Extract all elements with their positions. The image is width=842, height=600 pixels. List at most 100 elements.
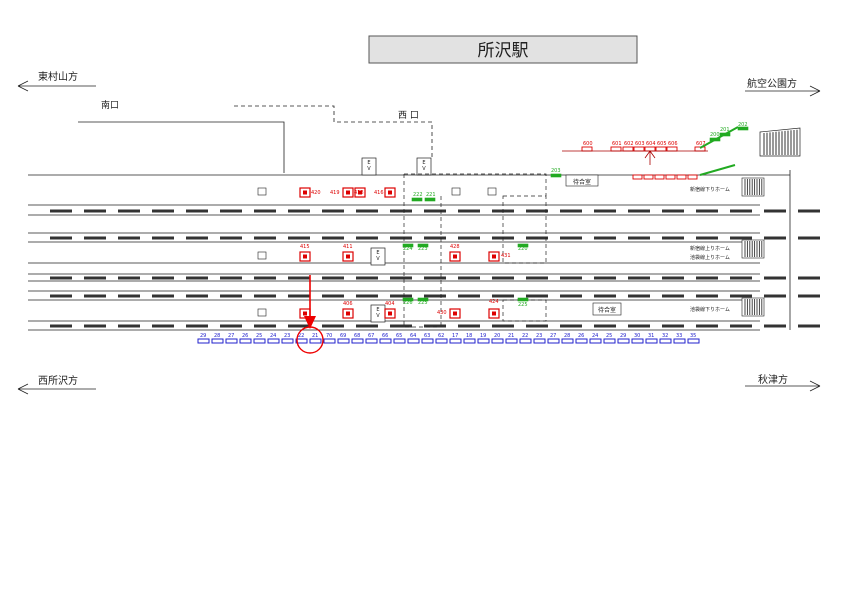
blue-marker[interactable]: 26	[575, 333, 588, 344]
green-marker[interactable]: 221	[424, 192, 436, 202]
upper-sensor-marker[interactable]: 606	[666, 141, 678, 152]
green-marker[interactable]: 222	[411, 192, 423, 202]
platform-sensor-strip[interactable]	[687, 174, 698, 180]
blue-id-label: 18	[466, 333, 472, 339]
direction-lower-right: 秋津方	[745, 373, 821, 392]
green-id-label: 220	[518, 246, 528, 252]
blue-marker[interactable]: 70	[323, 333, 336, 344]
blue-marker[interactable]: 24	[589, 333, 602, 344]
highlight-circle[interactable]	[296, 326, 324, 354]
sensor-marker[interactable]: 424	[488, 299, 500, 319]
blue-marker[interactable]: 21	[309, 333, 322, 344]
blue-marker[interactable]: 67	[365, 333, 378, 344]
green-marker[interactable]: 226	[402, 297, 414, 306]
sensor-marker[interactable]: 416	[374, 187, 396, 198]
blue-marker[interactable]: 29	[197, 333, 210, 344]
upper-sensor-id: 603	[635, 141, 645, 147]
upper-sensor-id: 602	[624, 141, 634, 147]
waiting-room-2-label: 待合室	[598, 306, 616, 314]
sensor-marker[interactable]: 415	[299, 244, 311, 262]
blue-marker[interactable]: 24	[267, 333, 280, 344]
blue-marker[interactable]: 28	[561, 333, 574, 344]
green-marker[interactable]: 203	[550, 168, 562, 178]
waiting-room-1: 待合室	[565, 174, 599, 187]
sensor-marker[interactable]: 406	[342, 301, 354, 319]
blue-marker[interactable]: 19	[477, 333, 490, 344]
green-marker[interactable]: 220	[517, 243, 529, 252]
blue-marker[interactable]: 31	[645, 333, 658, 344]
platform-sensor-strip[interactable]	[676, 174, 687, 180]
upper-sensor-marker[interactable]: 601	[610, 141, 622, 152]
sensor-marker[interactable]: 428	[449, 244, 461, 262]
blue-marker[interactable]: 30	[631, 333, 644, 344]
blue-marker[interactable]: 25	[253, 333, 266, 344]
blue-marker[interactable]: 22	[519, 333, 532, 344]
green-id-label: 201	[720, 127, 730, 133]
sensor-marker[interactable]: 418	[354, 187, 366, 198]
blue-marker[interactable]: 28	[211, 333, 224, 344]
blue-marker[interactable]: 17	[449, 333, 462, 344]
sensor-id-label: 406	[343, 301, 353, 307]
sensor-marker[interactable]: 431	[488, 251, 511, 262]
blue-marker[interactable]: 69	[337, 333, 350, 344]
blue-marker[interactable]: 65	[393, 333, 406, 344]
sensor-marker[interactable]: 430	[437, 308, 461, 319]
blue-marker[interactable]: 27	[225, 333, 238, 344]
blue-marker[interactable]: 32	[659, 333, 672, 344]
blue-id-label: 30	[634, 333, 640, 339]
green-marker[interactable]: 225	[517, 297, 529, 308]
blue-marker[interactable]: 35	[687, 333, 700, 344]
upper-sensor-id: 601	[612, 141, 622, 147]
green-marker[interactable]: 224	[402, 243, 414, 252]
blue-marker[interactable]: 27	[547, 333, 560, 344]
blue-marker[interactable]: 18	[463, 333, 476, 344]
ev-label-2: V	[376, 256, 380, 262]
blue-marker[interactable]: 29	[617, 333, 630, 344]
sensor-marker[interactable]: 420	[299, 187, 321, 198]
upper-sensor-marker[interactable]: 603	[633, 141, 645, 152]
blue-marker[interactable]: 20	[491, 333, 504, 344]
sensor-marker[interactable]: 404	[384, 301, 396, 319]
blue-marker[interactable]: 25	[603, 333, 616, 344]
blue-marker[interactable]: 64	[407, 333, 420, 344]
blue-marker[interactable]: 66	[379, 333, 392, 344]
blue-marker[interactable]: 23	[533, 333, 546, 344]
blue-marker[interactable]: 26	[239, 333, 252, 344]
sensor-id-label: 431	[501, 253, 511, 259]
page-title: 所沢駅	[478, 41, 529, 61]
platform-label-4: 池袋線下りホーム	[690, 306, 730, 313]
blue-marker[interactable]: 63	[421, 333, 434, 344]
sensor-id-label: 416	[374, 190, 384, 196]
blue-marker[interactable]: 33	[673, 333, 686, 344]
green-id-label: 202	[738, 122, 748, 128]
blue-marker[interactable]: 68	[351, 333, 364, 344]
platform-sensor-strip[interactable]	[643, 174, 654, 180]
sensor-marker[interactable]: 411	[342, 244, 354, 262]
pillar-marker-2	[257, 251, 267, 260]
upper-sensor-marker[interactable]: 604	[644, 141, 656, 152]
upper-sensor-marker[interactable]: 600	[581, 141, 593, 152]
blue-marker[interactable]: 22	[295, 333, 308, 344]
platform-sensor-strip[interactable]	[632, 174, 643, 180]
blue-marker[interactable]: 23	[281, 333, 294, 344]
platform-sensor-strip[interactable]	[665, 174, 676, 180]
green-marker[interactable]: 202	[737, 122, 749, 131]
upper-sensor-marker[interactable]: 605	[655, 141, 667, 152]
green-marker[interactable]: 225	[417, 297, 429, 306]
direction-label-upper-left: 東村山方	[38, 70, 78, 83]
blue-id-label: 20	[494, 333, 500, 339]
blue-id-label: 27	[550, 333, 556, 339]
stair-right-1	[741, 177, 765, 197]
blue-marker[interactable]: 62	[435, 333, 448, 344]
pillar-marker-1	[257, 187, 267, 196]
blue-id-label: 33	[676, 333, 682, 339]
blue-id-label: 64	[410, 333, 416, 339]
green-marker[interactable]: 223	[417, 243, 429, 252]
blue-marker[interactable]: 21	[505, 333, 518, 344]
blue-id-label: 68	[354, 333, 360, 339]
sensor-marker[interactable]: 419	[330, 187, 354, 198]
platform-sensor-strip[interactable]	[654, 174, 665, 180]
upper-sensor-marker[interactable]: 602	[622, 141, 634, 152]
